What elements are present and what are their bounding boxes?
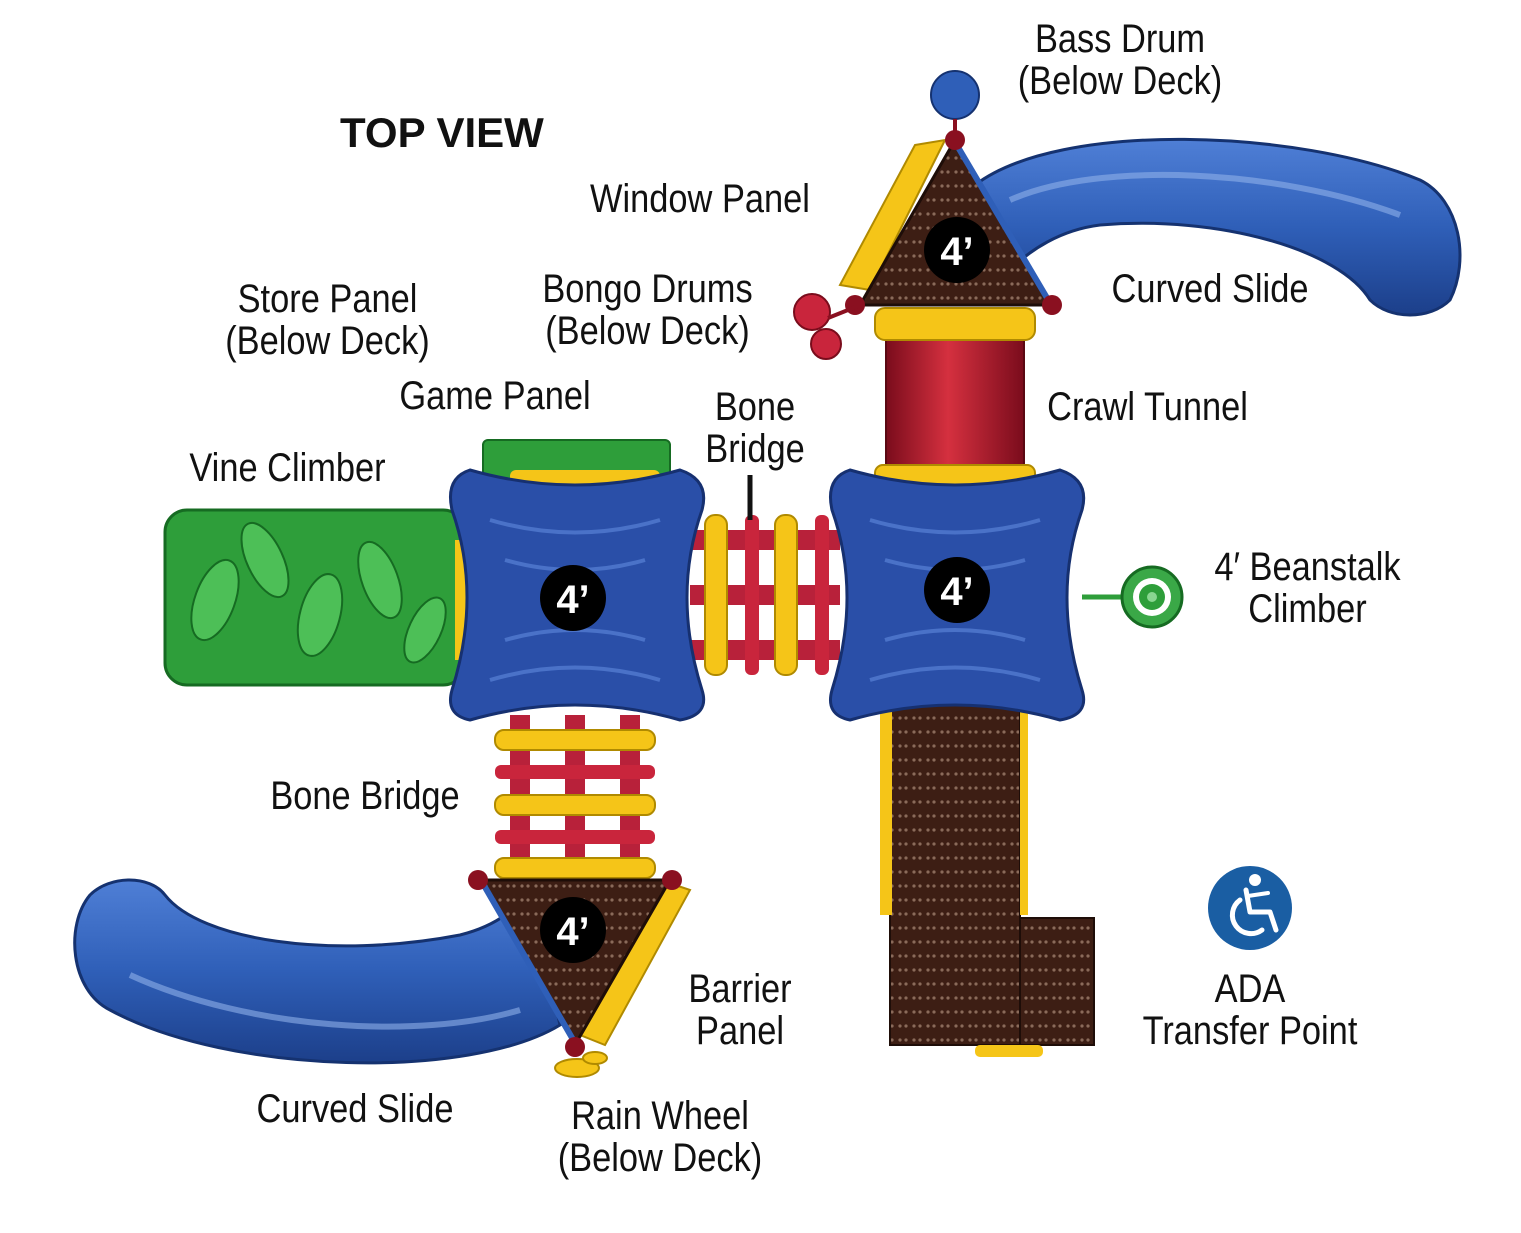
- transfer-step: [1019, 917, 1095, 1046]
- label-vine-climber: Vine Climber: [189, 446, 386, 490]
- bone-bridge-horizontal: [690, 514, 840, 676]
- label-curved-slide-top: Curved Slide: [1111, 267, 1309, 311]
- label-crawl-tunnel: Crawl Tunnel: [1047, 385, 1248, 429]
- label-bass-drum: Bass Drum(Below Deck): [1017, 17, 1223, 103]
- deck-height-badge-bottom: 4’: [540, 897, 606, 963]
- label-game-panel: Game Panel: [399, 374, 591, 418]
- crawl-tunnel: [885, 319, 1025, 481]
- label-curved-slide-bottom: Curved Slide: [256, 1087, 454, 1131]
- svg-text:4’: 4’: [556, 910, 589, 954]
- bone-bridge-vertical: [494, 715, 656, 879]
- svg-text:4’: 4’: [556, 578, 589, 622]
- wheelchair-accessibility-icon: [1208, 866, 1292, 950]
- deck-height-badge-right: 4’: [924, 557, 990, 623]
- curved-slide-top: [973, 137, 1462, 317]
- bass-drum: [930, 70, 980, 120]
- label-store-panel: Store Panel(Below Deck): [225, 277, 430, 363]
- deck-height-badge-top: 4’: [924, 217, 990, 283]
- curved-slide-bottom: [73, 878, 562, 1065]
- label-window-panel: Window Panel: [590, 177, 810, 221]
- svg-text:4’: 4’: [940, 570, 973, 614]
- transfer-platform: [889, 704, 1021, 1046]
- label-bongo-drums: Bongo Drums(Below Deck): [542, 267, 753, 353]
- label-bone-bridge-left: Bone Bridge: [270, 774, 460, 818]
- beanstalk-climber: [1082, 565, 1184, 629]
- deck-height-badge-left: 4’: [540, 565, 606, 631]
- svg-text:4’: 4’: [940, 230, 973, 274]
- label-rain-wheel: Rain Wheel(Below Deck): [557, 1094, 763, 1180]
- view-title: TOP VIEW: [340, 109, 544, 156]
- rain-wheel: [554, 1051, 608, 1078]
- bongo-drums: [793, 293, 859, 360]
